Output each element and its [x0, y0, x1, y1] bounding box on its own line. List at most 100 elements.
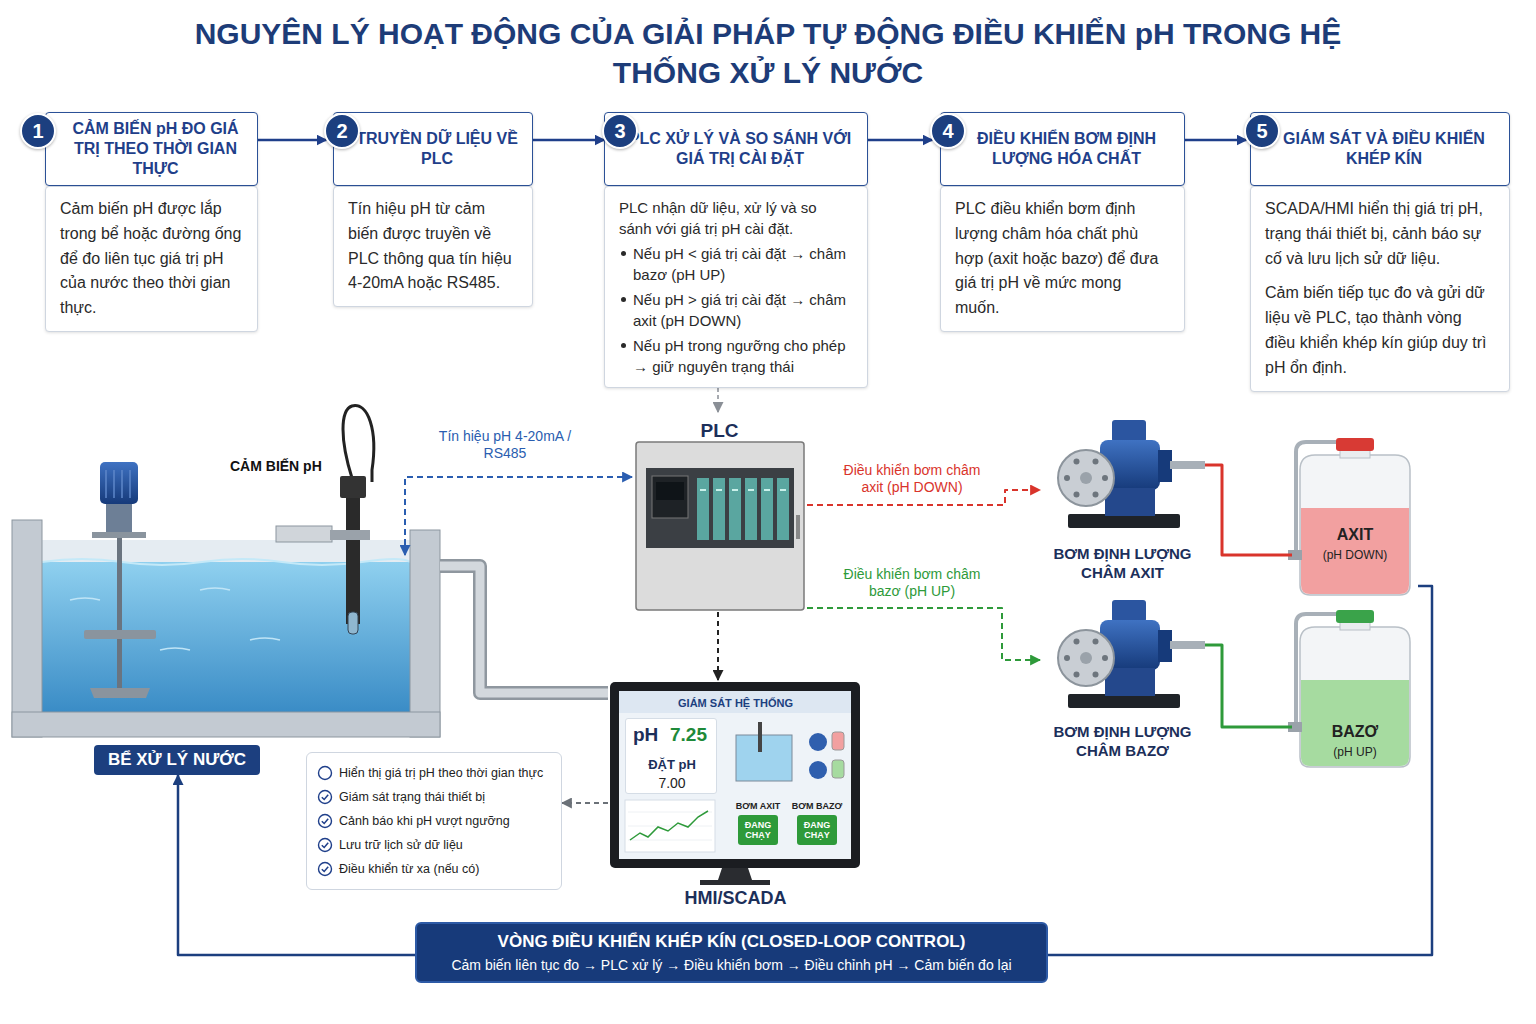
plc-cabinet	[697, 478, 709, 540]
plc-cabinet	[652, 476, 688, 518]
node-text: (pH UP)	[1292, 745, 1418, 759]
step-header: CẢM BIẾN pH ĐO GIÁ TRỊ THEO THỜI GIAN TH…	[45, 112, 258, 186]
connector	[868, 139, 932, 142]
check-icon	[322, 843, 328, 848]
acid-jug	[1296, 442, 1336, 555]
ph-sensor-probe	[330, 530, 370, 540]
node-text: Nếu pH > giá trị cài đặt → châm axit (pH…	[619, 289, 853, 331]
node-text: Hiển thị giá trị pH theo thời gian thực	[339, 761, 543, 785]
ph-sensor-probe	[346, 498, 360, 624]
node-text: (pH DOWN)	[1292, 548, 1418, 562]
hmi-monitor	[619, 691, 851, 859]
node-text: SCADA/HMI hiển thị giá trị pH, trạng thá…	[1265, 197, 1495, 271]
hmi-monitor	[628, 812, 712, 840]
node-text: Cảnh báo khi pH vượt ngưỡng	[339, 809, 510, 833]
step-header: TRUYỀN DỮ LIỆU VỀ PLC	[333, 112, 533, 186]
node-text: 5	[1256, 120, 1267, 143]
connector	[533, 139, 604, 142]
pipe	[440, 566, 608, 693]
node-text: BỂ XỬ LÝ NƯỚC	[108, 750, 246, 770]
pipe	[440, 566, 608, 693]
step-header: GIÁM SÁT VÀ ĐIỀU KHIỂN KHÉP KÍN	[1250, 112, 1510, 186]
plc-cabinet	[636, 442, 804, 610]
mixer	[84, 630, 156, 639]
dosing-pump-acid	[1080, 472, 1092, 484]
connector	[258, 139, 326, 142]
node-text: 7.00	[626, 775, 718, 791]
node-text: Cảm biến liên tục đo → PLC xử lý → Điều …	[429, 957, 1034, 973]
acid-jug	[1300, 455, 1410, 595]
hmi-monitor	[625, 800, 715, 852]
plc-cabinet	[796, 515, 800, 539]
node-text: HMI/SCADA	[608, 888, 863, 909]
hmi-monitor	[610, 682, 860, 885]
step-number: 3	[602, 113, 638, 149]
node-text: ĐANG CHẠY	[799, 820, 835, 841]
dosing-pump: BƠM ĐỊNH LƯỢNG CHÂM BAZƠ	[1040, 585, 1205, 765]
step-body: SCADA/HMI hiển thị giá trị pH, trạng thá…	[1250, 186, 1510, 392]
check-icon	[322, 795, 328, 800]
node-text: Cảm biến pH được lắp trong bể hoặc đường…	[60, 197, 243, 321]
connector	[1048, 586, 1432, 955]
dosing-pump-acid	[1158, 450, 1172, 482]
acid-jug	[1336, 438, 1374, 451]
node-text: AXIT	[1292, 526, 1418, 544]
hmi-monitor	[630, 811, 708, 840]
node-text: PLC điều khiển bơm định lượng châm hóa c…	[955, 197, 1170, 321]
feature-checklist: Hiển thị giá trị pH theo thời gian thựcG…	[306, 752, 562, 890]
node-text: Tín hiệu pH từ cảm biến được truyền về P…	[348, 197, 518, 296]
connector	[717, 388, 719, 412]
check-icon	[319, 767, 332, 780]
hmi-monitor	[832, 760, 844, 778]
dosing-pump-base	[1112, 600, 1146, 622]
check-icon	[317, 789, 333, 805]
node-text: Điều khiển từ xa (nếu có)	[339, 857, 479, 881]
node-text: 2	[336, 120, 347, 143]
node-text: BAZƠ	[1292, 723, 1418, 741]
closed-loop-band: VÒNG ĐIỀU KHIỂN KHÉP KÍN (CLOSED-LOOP CO…	[415, 922, 1048, 983]
water-tank	[276, 526, 332, 542]
bullet-dot	[621, 251, 626, 256]
node-text: GIÁM SÁT VÀ ĐIỀU KHIỂN KHÉP KÍN	[1267, 129, 1501, 169]
mixer	[106, 470, 130, 498]
pipe	[440, 566, 608, 693]
screen-label: GIÁM SÁT HỆ THỐNG	[608, 697, 863, 709]
node-text: 3	[614, 120, 625, 143]
dosing-pump-acid	[1105, 488, 1155, 516]
dosing-pump-acid	[1058, 420, 1205, 528]
edge-label: Điều khiển bơm châm bazơ (pH UP)	[837, 566, 987, 600]
acid-jug	[1288, 438, 1410, 595]
dosing-pump: BƠM ĐỊNH LƯỢNG CHÂM AXIT	[1040, 405, 1205, 585]
connector	[1205, 645, 1292, 727]
hmi-monitor	[758, 722, 762, 752]
plc-cabinet	[700, 489, 786, 491]
check-icon	[319, 863, 332, 876]
connector	[562, 802, 608, 804]
dosing-pump-base	[1158, 630, 1172, 662]
node-text: 1	[32, 120, 43, 143]
hmi-monitor	[736, 735, 792, 781]
plc-cabinet	[777, 478, 789, 540]
dosing-pump-base	[1058, 600, 1205, 708]
node-text: ĐẶT pH	[626, 757, 718, 772]
step-body: Tín hiệu pH từ cảm biến được truyền về P…	[333, 186, 533, 307]
dosing-pump-base	[1102, 655, 1108, 661]
node-text: CẢM BIẾN pH	[230, 458, 322, 474]
step-header: PLC XỬ LÝ VÀ SO SÁNH VỚI GIÁ TRỊ CÀI ĐẶT	[604, 112, 868, 186]
hmi-monitor	[809, 733, 827, 751]
plc-cabinet	[656, 482, 684, 500]
node-text: CẢM BIẾN pH ĐO GIÁ TRỊ THEO THỜI GIAN TH…	[62, 119, 249, 179]
node-text: PLC XỬ LÝ VÀ SO SÁNH VỚI GIÁ TRỊ CÀI ĐẶT	[621, 129, 859, 169]
ph-sensor-probe	[340, 476, 366, 498]
node-text: ĐANG CHẠY	[740, 820, 776, 841]
bullet-dot	[621, 343, 626, 348]
connector	[405, 477, 632, 555]
hmi-monitor	[610, 682, 860, 868]
step-body: Cảm biến pH được lắp trong bể hoặc đường…	[45, 186, 258, 332]
mixer	[117, 538, 122, 690]
connector	[807, 608, 1040, 660]
ph-readout: pH7.25ĐẶT pH7.00	[625, 718, 717, 794]
dosing-pump-acid	[1074, 492, 1080, 498]
edge-label: Tín hiệu pH 4-20mA / RS485	[435, 428, 575, 462]
